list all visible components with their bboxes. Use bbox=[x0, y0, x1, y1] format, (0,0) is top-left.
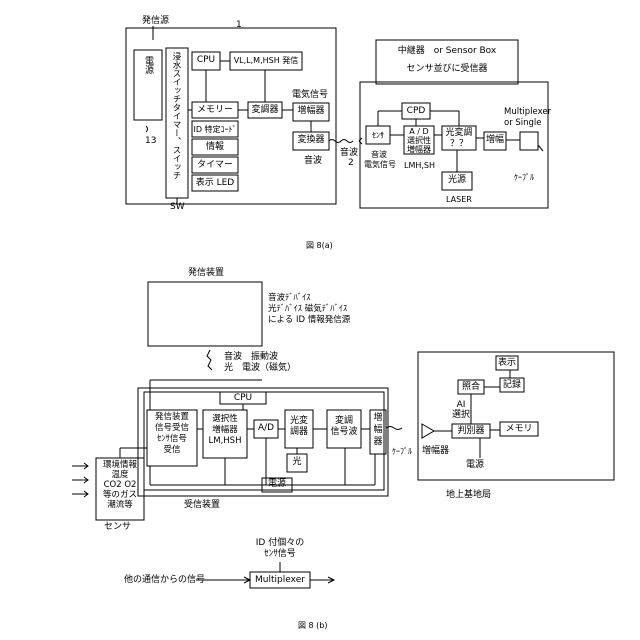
cable-a: ｹｰﾌﾞﾙ bbox=[514, 172, 534, 183]
receiver-label: 受信装置 bbox=[184, 500, 220, 511]
collate-b: 照合 bbox=[458, 382, 484, 393]
sw-label: SW bbox=[170, 202, 185, 213]
record-b: 記録 bbox=[500, 380, 524, 391]
power-b: 電源 bbox=[262, 479, 292, 490]
caption-b: 図 8 (b) bbox=[298, 620, 328, 631]
laser-label: LASER bbox=[446, 194, 472, 205]
elec-signal-a: 電気信号 bbox=[292, 90, 328, 101]
amp2-b: 増幅器 bbox=[422, 446, 449, 457]
device-desc: 音波ﾃﾞﾊﾞｲｽ 光ﾃﾞﾊﾞｲｽ 磁気ﾃﾞﾊﾞｲｽ による ID 情報発信源 bbox=[268, 293, 350, 326]
timer-a: タイマー bbox=[192, 160, 238, 171]
optmod-b: 光変 調器 bbox=[285, 416, 313, 438]
transmitter-device-box bbox=[148, 282, 262, 346]
sensor-b: センサ bbox=[104, 522, 131, 533]
power-label-a: 電源 bbox=[143, 56, 153, 74]
power2-b: 電源 bbox=[466, 460, 484, 471]
id-signal: ID 付個々の ｾﾝｻ信号 bbox=[250, 538, 310, 560]
ref-num-13: 13 bbox=[145, 136, 156, 147]
recv-box: 発信装置 信号受信 ｾﾝｻ信号 受信 bbox=[147, 412, 197, 456]
waves-label: 音波 振動波 光 電波（磁気） bbox=[224, 352, 296, 374]
converter-a: 変換器 bbox=[293, 135, 329, 146]
display-b: 表示 bbox=[496, 358, 518, 369]
conv-b: 変調 信号波 bbox=[327, 416, 361, 438]
optmod-a: 光変調 ？？ bbox=[442, 128, 476, 150]
cpu-b: CPU bbox=[220, 393, 266, 404]
other-signal: 他の通信からの信号 bbox=[124, 575, 205, 586]
led-a: 表示 LED bbox=[192, 178, 238, 189]
ref-num-2: 2 bbox=[348, 158, 354, 169]
source-label: 発信源 bbox=[142, 16, 169, 27]
light-b: 光 bbox=[287, 457, 307, 468]
sensor-a: ｾﾝｻ bbox=[366, 130, 390, 141]
ref-num-1: 1 bbox=[236, 20, 242, 31]
light-src: 光源 bbox=[442, 175, 472, 186]
ground-station: 地上基地局 bbox=[446, 490, 491, 501]
modulator-a: 変調器 bbox=[248, 105, 282, 116]
ai-select: AI 選択 bbox=[446, 400, 476, 420]
env-info: 環境情報 温度 CO2 O2 等のガス 潮流等 bbox=[96, 460, 144, 510]
cpd: CPD bbox=[402, 106, 430, 117]
mux-b: Multiplexer bbox=[250, 575, 310, 586]
zoufuku-a: 増幅 bbox=[484, 135, 506, 146]
cable-b: ｹｰﾌﾞﾙ bbox=[392, 446, 412, 457]
device-title: 発信装置 bbox=[188, 268, 224, 279]
relay-sub: センサ並びに受信器 bbox=[376, 64, 518, 75]
switch-timer-text: 浸水スイッチタイマー、スイッチ bbox=[171, 52, 181, 180]
memory-a: メモリー bbox=[192, 105, 238, 116]
cpu-a: CPU bbox=[192, 55, 220, 66]
ad-a: A / D 選択性 増幅器 bbox=[404, 127, 434, 154]
info-a: 情報 bbox=[192, 142, 238, 153]
amp-b: 増 幅 器 bbox=[370, 412, 386, 448]
sound-wave-a: 音波 bbox=[304, 156, 322, 167]
ad-b: A/D bbox=[254, 423, 278, 434]
lmh-label: LMH,SH bbox=[404, 160, 435, 171]
sel-amp-b: 選択性 増幅器 LM,HSH bbox=[203, 414, 247, 447]
id-code: ID 特定ｺｰﾄﾞ bbox=[192, 124, 238, 135]
memory-b: メモリ bbox=[500, 424, 538, 435]
amp-a: 増幅器 bbox=[293, 106, 329, 117]
freq-label: VL,L,M,HSH 発信 bbox=[230, 55, 302, 66]
sound-elec: 音波 電気信号 bbox=[364, 150, 394, 170]
discrim-b: 判別器 bbox=[452, 426, 490, 437]
caption-a: 図 8(a) bbox=[306, 240, 333, 251]
relay-title: 中継器 or Sensor Box bbox=[376, 46, 518, 57]
mux-label-a: Multiplexer or Single bbox=[504, 107, 551, 129]
